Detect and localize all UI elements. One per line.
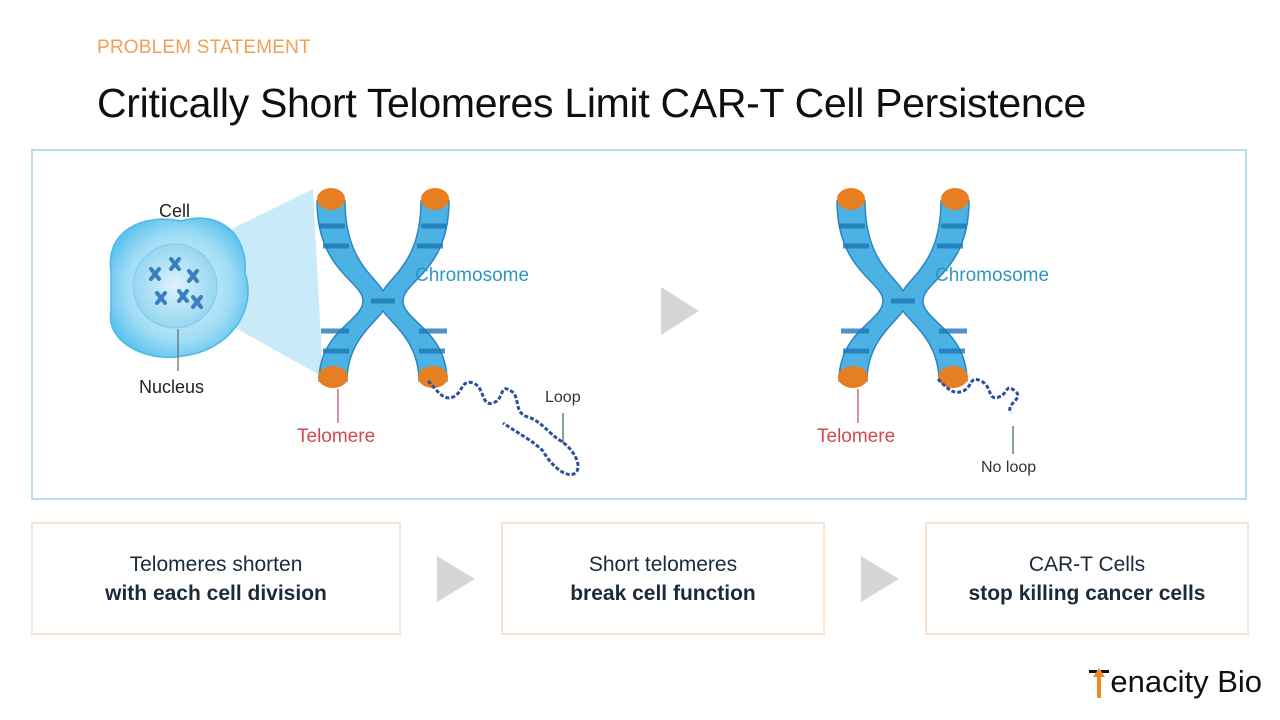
page-title: Critically Short Telomeres Limit CAR-T C… [97, 80, 1087, 126]
dna-loop [426, 379, 580, 477]
logo-text: enacity Bio [1110, 664, 1262, 699]
logo-arrow-icon [1089, 666, 1110, 700]
step-box-2: Short telomeres break cell function [501, 522, 825, 635]
chromosome-1 [316, 188, 450, 388]
diagram-panel: Cell Nucleus Chromosome Telomere Loop Ch… [31, 149, 1247, 500]
chromosome-label-2: Chromosome [935, 265, 1050, 286]
step-3-line-2: stop killing cancer cells [968, 581, 1206, 605]
company-logo: enacity Bio [1089, 664, 1262, 700]
step-arrow-2 [861, 556, 899, 602]
cell-label: Cell [159, 201, 191, 221]
kicker: PROBLEM STATEMENT [97, 37, 311, 58]
chromosome-label-1: Chromosome [415, 265, 530, 286]
telomere-label-1: Telomere [297, 426, 376, 447]
nucleus-chromosomes [149, 257, 203, 309]
nucleus [132, 243, 218, 329]
diagram-art [109, 188, 1020, 477]
step-2-line-2: break cell function [570, 581, 756, 605]
step-2-line-1: Short telomeres [588, 552, 738, 576]
chromosome-2 [836, 188, 970, 388]
step-box-3: CAR-T Cells stop killing cancer cells [925, 522, 1249, 635]
step-arrow-1 [437, 556, 475, 602]
step-3-line-1: CAR-T Cells [1028, 552, 1146, 576]
telomere-label-2: Telomere [817, 426, 896, 447]
step-box-1: Telomeres shorten with each cell divisio… [31, 522, 401, 635]
loop-label: Loop [545, 389, 581, 406]
dna-short [936, 377, 1020, 414]
nucleus-label: Nucleus [139, 377, 205, 397]
no-loop-label: No loop [981, 459, 1037, 476]
step-1-line-1: Telomeres shorten [129, 552, 303, 576]
step-1-line-2: with each cell division [105, 581, 327, 605]
panel-arrow [661, 287, 699, 335]
